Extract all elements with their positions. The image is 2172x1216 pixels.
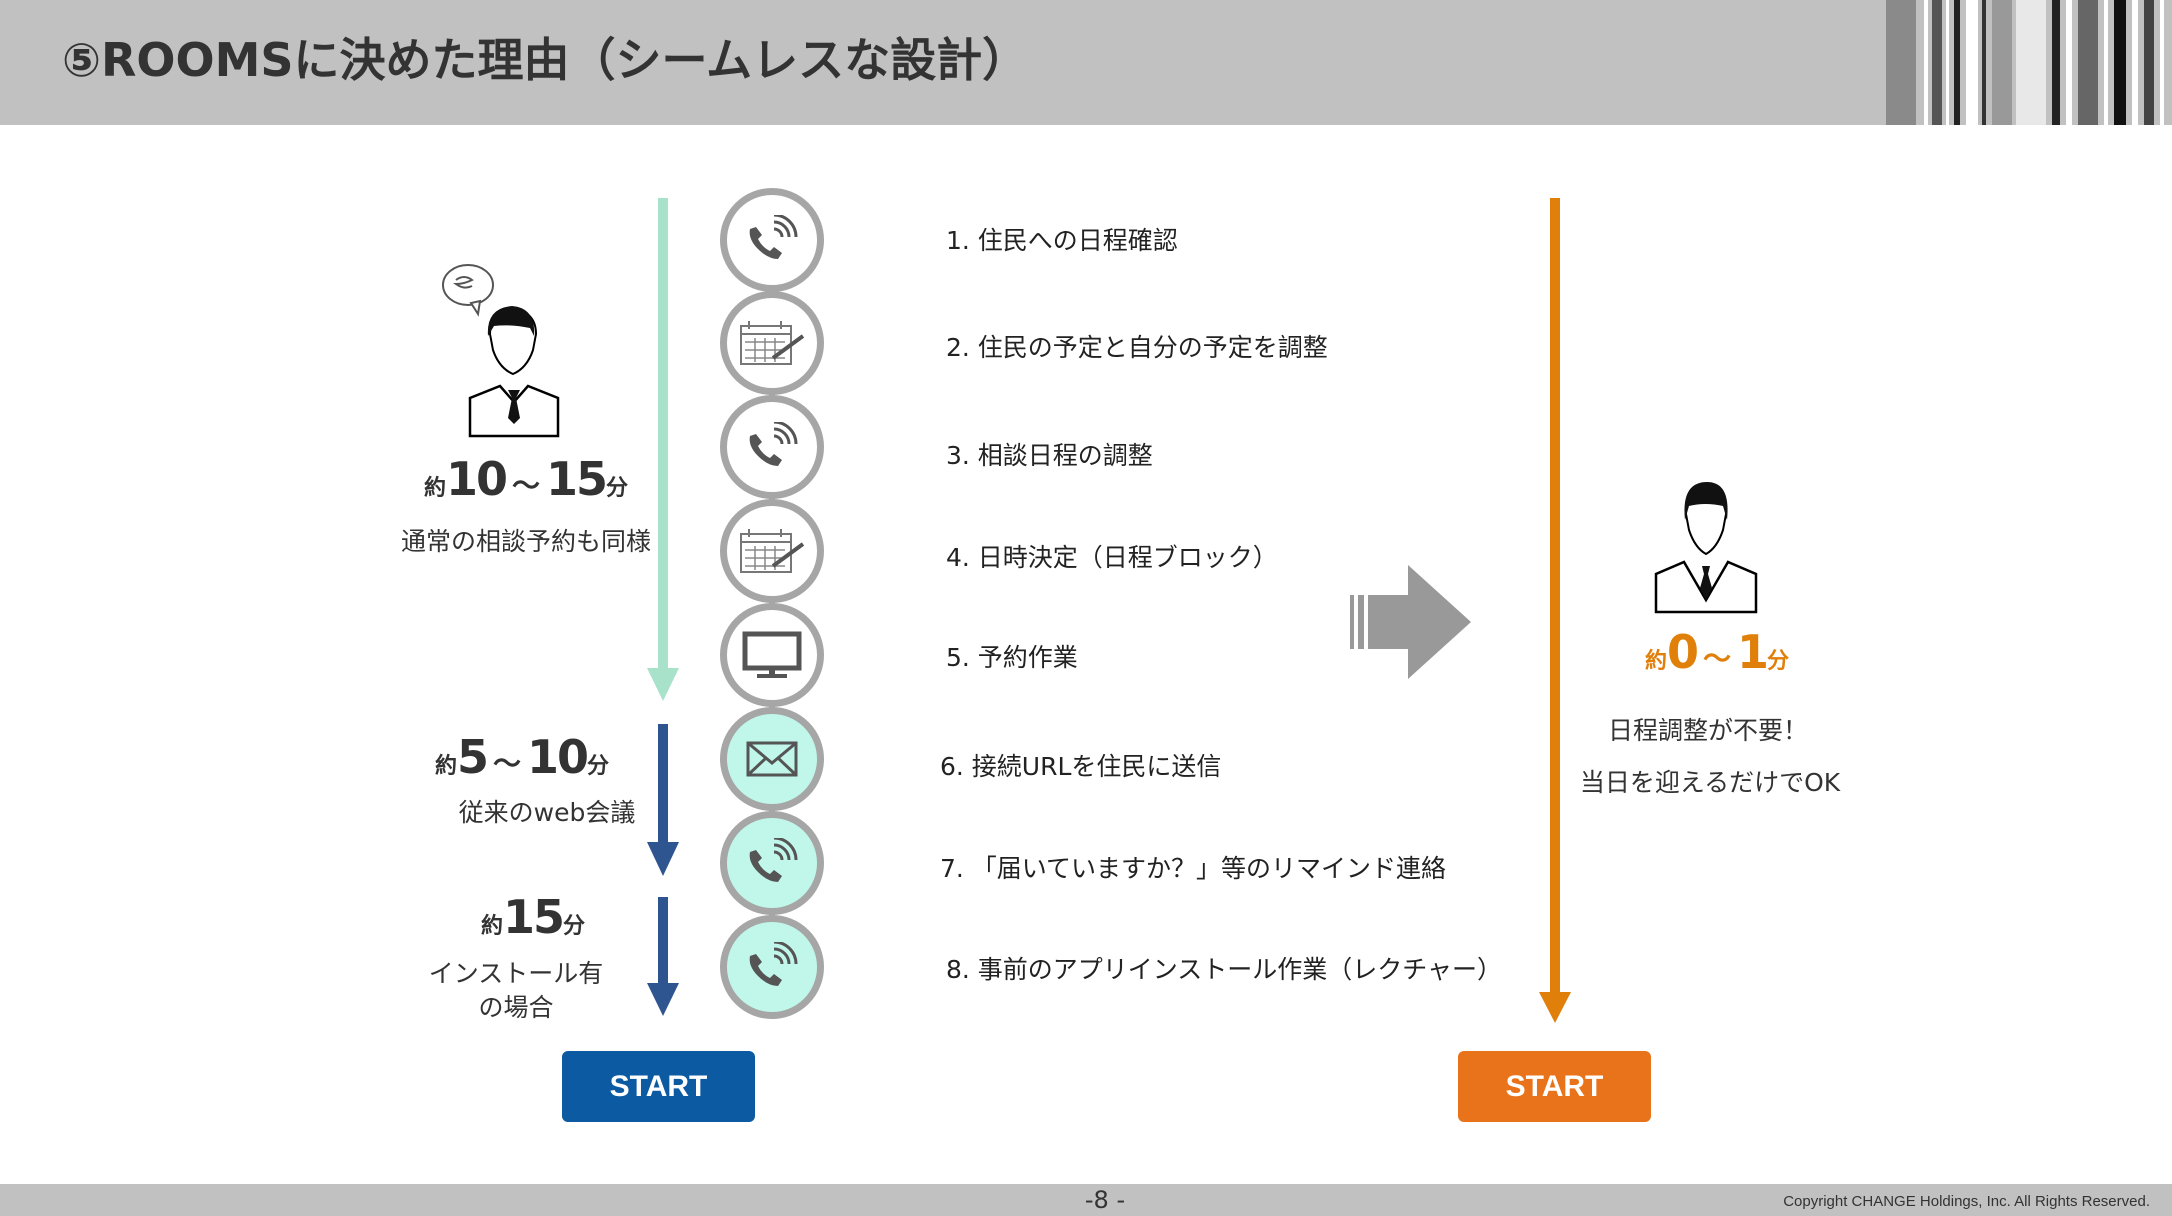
step-circle xyxy=(720,291,824,395)
step-label: 8. 事前のアプリインストール作業（レクチャー） xyxy=(946,955,1503,984)
step-label: 3. 相談日程の調整 xyxy=(946,441,1153,470)
person-icon xyxy=(1654,482,1758,614)
phone-icon xyxy=(744,215,800,265)
blue-timeline-arrow-install xyxy=(647,897,679,1016)
time-note-install-line2: の場合 xyxy=(478,993,554,1022)
worried-person-icon xyxy=(442,264,560,438)
step-circle xyxy=(720,188,824,292)
start-button-conventional[interactable]: START xyxy=(562,1051,755,1122)
phone-icon xyxy=(744,422,800,472)
phone-icon xyxy=(744,838,800,888)
rooms-note-line1: 日程調整が不要！ xyxy=(1607,716,1808,745)
monitor-icon xyxy=(741,630,803,680)
start-button-rooms[interactable]: START xyxy=(1458,1051,1651,1122)
step-label: 5. 予約作業 xyxy=(946,643,1078,672)
time-estimate-rooms: 約0～1分 xyxy=(1644,625,1790,679)
phone-icon xyxy=(744,942,800,992)
copyright: Copyright CHANGE Holdings, Inc. All Righ… xyxy=(1783,1193,2150,1210)
footer-bar xyxy=(0,1184,2172,1216)
step-label: 7. 「届いていますか？」等のリマインド連絡 xyxy=(940,854,1447,883)
step-label: 2. 住民の予定と自分の予定を調整 xyxy=(946,333,1328,362)
step-circle xyxy=(720,915,824,1019)
blue-timeline-arrow-web xyxy=(647,724,679,876)
page-number: -8 - xyxy=(1084,1186,1126,1214)
step-label: 4. 日時決定（日程ブロック） xyxy=(946,543,1278,572)
calendar-icon xyxy=(737,526,807,576)
time-estimate-install: 約15分 xyxy=(480,890,586,944)
time-note-conventional: 通常の相談予約も同様 xyxy=(400,527,651,556)
calendar-icon xyxy=(737,318,807,368)
right-arrow-icon xyxy=(1350,565,1471,679)
rooms-note-line2: 当日を迎えるだけでOK xyxy=(1579,768,1841,797)
time-estimate-conventional: 約10～15分 xyxy=(423,452,629,506)
header-bar xyxy=(0,0,2172,125)
time-estimate-web-meeting: 約5～10分 xyxy=(434,730,610,784)
time-note-install-line1: インストール有 xyxy=(428,959,604,988)
mail-icon xyxy=(746,741,798,777)
page-title: ⑤ROOMSに決めた理由（シームレスな設計） xyxy=(62,33,1029,87)
step-circle xyxy=(720,707,824,811)
step-label: 6. 接続URLを住民に送信 xyxy=(940,752,1222,781)
step-circle xyxy=(720,603,824,707)
step-circle xyxy=(720,395,824,499)
time-note-web-meeting: 従来のweb会議 xyxy=(458,798,636,827)
step-label: 1. 住民への日程確認 xyxy=(946,226,1178,255)
green-timeline-arrow xyxy=(647,198,679,701)
step-circle xyxy=(720,499,824,603)
barcode-decoration xyxy=(1886,0,2172,125)
step-circle xyxy=(720,811,824,915)
orange-timeline-arrow xyxy=(1539,198,1571,1023)
